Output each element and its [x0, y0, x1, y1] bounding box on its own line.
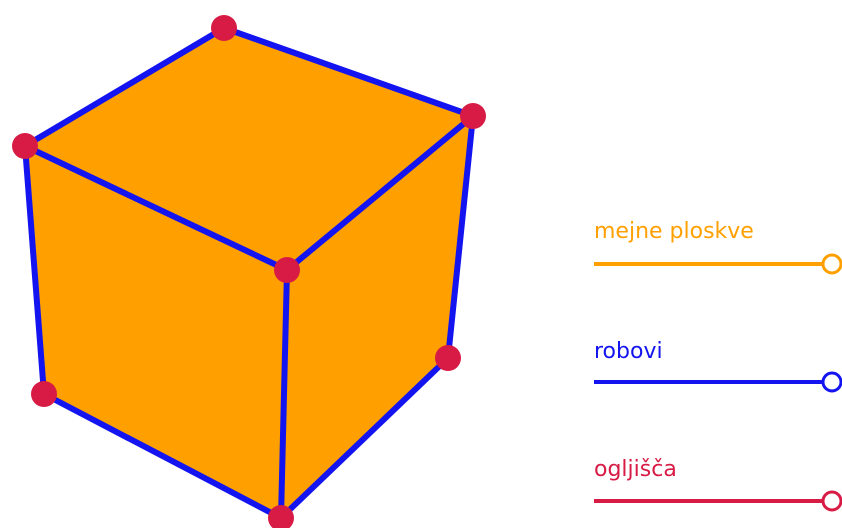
cube-vertex[interactable] [31, 381, 57, 407]
slider-vertices[interactable]: ogljišča [594, 457, 842, 512]
cube-vertex[interactable] [268, 505, 294, 528]
cube-edge [284, 113, 476, 273]
cube-vertex[interactable] [12, 133, 38, 159]
slider-faces-handle[interactable] [821, 253, 842, 275]
slider-edges[interactable]: robovi [594, 339, 842, 393]
cube-vertex[interactable] [460, 103, 486, 129]
cube-face-right [281, 116, 473, 518]
slider-faces[interactable]: mejne ploskve [594, 219, 842, 275]
slider-vertices-handle[interactable] [821, 490, 842, 512]
slider-vertices-label: ogljišča [594, 457, 677, 482]
cube-face-top [25, 28, 473, 270]
cube-edge [41, 391, 284, 521]
cube-vertex[interactable] [211, 15, 237, 41]
cube-edge [278, 267, 290, 521]
cube-faces [25, 28, 473, 518]
cube-edge [445, 113, 476, 361]
slider-faces-label: mejne ploskve [594, 219, 754, 244]
cube-vertices [12, 15, 486, 528]
cube-vertex[interactable] [435, 345, 461, 371]
cube-edge [22, 143, 47, 397]
cube-edge [221, 25, 476, 119]
cube-edge [278, 355, 451, 521]
slider-edges-handle[interactable] [821, 371, 842, 393]
cube-edge [22, 143, 290, 273]
cube-vertex[interactable] [274, 257, 300, 283]
slider-edges-label: robovi [594, 339, 663, 364]
cube-edge [22, 25, 227, 149]
cube-edges [22, 25, 476, 521]
